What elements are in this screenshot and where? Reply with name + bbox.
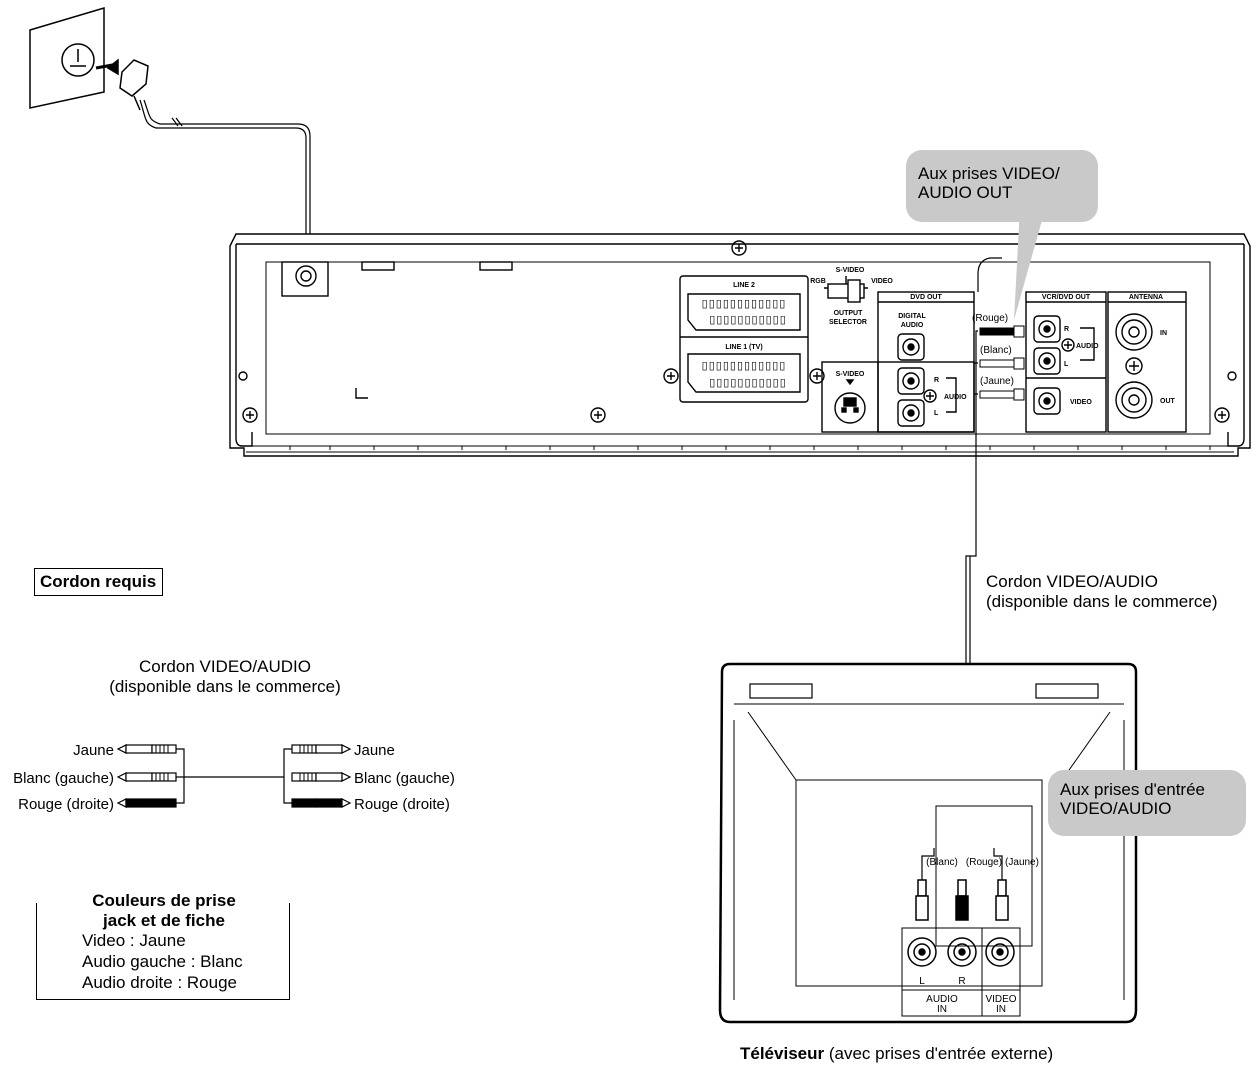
cord-plug-right-yellow: Jaune [354, 742, 395, 759]
power-plug-icon [95, 58, 149, 111]
cable-label-availability: (disponible dans le commerce) [986, 592, 1218, 611]
callout-vcr-output-line1: Aux prises VIDEO/ [918, 164, 1060, 183]
label-vcr-video: VIDEO [1070, 399, 1092, 406]
label-antenna: ANTENNA [1129, 294, 1163, 301]
label-dvd-r: R [934, 377, 939, 384]
tv-label-jaune: (Jaune) [1005, 857, 1039, 868]
label-selector: SELECTOR [829, 319, 867, 326]
label-digital-audio: AUDIO [901, 322, 924, 329]
required-cord-name: Cordon VIDEO/AUDIO [139, 657, 311, 676]
cord-plug-left-yellow: Jaune [73, 742, 114, 759]
color-legend-box [36, 903, 290, 1000]
label-antenna-in: IN [1160, 330, 1167, 337]
color-legend-title-line1: Couleurs de prise [92, 891, 236, 910]
wall-outlet-icon [29, 6, 105, 109]
callout-tv-input-line2: VIDEO/AUDIO [1060, 799, 1172, 818]
label-vcr-dvd-out: VCR/DVD OUT [1042, 294, 1091, 301]
scart-pins: ▯▯▯▯▯▯▯▯▯▯▯▯ [702, 298, 787, 310]
cord-stripe-marks [155, 745, 313, 781]
callout-vcr-output: Aux prises VIDEO/ AUDIO OUT [906, 150, 1098, 222]
scart-pins: ▯▯▯▯▯▯▯▯▯▯▯▯ [702, 360, 787, 372]
label-dvd-l: L [934, 410, 939, 417]
label-vcr-audio: AUDIO [1076, 343, 1099, 350]
callout-tail [1014, 206, 1046, 320]
power-cord [139, 99, 311, 262]
vcr-cable-plugs [965, 257, 1025, 876]
tv-label-video-in: IN [996, 1004, 1006, 1015]
cord-plug-right-white: Blanc (gauche) [354, 770, 455, 787]
tv-label-audio: AUDIO [926, 994, 958, 1005]
cord-plug-left-red: Rouge (droite) [18, 796, 114, 813]
label-dvd-out: DVD OUT [910, 294, 942, 301]
color-legend-title: Couleurs de prise jack et de fiche [66, 891, 262, 931]
label-vcr-r: R [1064, 326, 1069, 333]
color-legend-title-line2: jack et de fiche [103, 911, 225, 930]
label-dvd-audio: AUDIO [944, 394, 967, 401]
cable-label-rouge: (Rouge) [972, 313, 1008, 324]
cable-label-blanc: (Blanc) [980, 345, 1012, 356]
label-digital: DIGITAL [898, 313, 926, 320]
label-line2: LINE 2 [733, 282, 755, 289]
tv-label-l: L [919, 976, 925, 987]
label-vcr-l: L [1064, 361, 1069, 368]
tv-caption: Téléviseur (avec prises d'entrée externe… [740, 1044, 1053, 1064]
tv-caption-rest: (avec prises d'entrée externe) [824, 1044, 1054, 1063]
tv-label-video: VIDEO [985, 994, 1016, 1005]
label-video-switch: VIDEO [871, 278, 893, 285]
tv-label-r: R [958, 976, 965, 987]
legend-line-video: Video : Jaune [82, 931, 186, 950]
callout-tv-input-line1: Aux prises d'entrée [1060, 780, 1205, 799]
cable-label-jaune: (Jaune) [980, 376, 1014, 387]
label-svideo: S-VIDEO [836, 371, 865, 378]
tv-label-audio-in: IN [937, 1004, 947, 1015]
legend-line-audio-right: Audio droite : Rouge [82, 973, 237, 992]
required-cord-heading: Cordon requis [34, 568, 164, 596]
label-rgb: RGB [810, 278, 826, 285]
cord-plug-left-white: Blanc (gauche) [13, 770, 114, 787]
cord-illustration [116, 744, 352, 808]
label-antenna-out: OUT [1160, 398, 1176, 405]
tv-label-rouge: (Rouge) [966, 857, 1002, 868]
cable-label: Cordon VIDEO/AUDIO (disponible dans le c… [986, 572, 1218, 612]
tv-label-blanc: (Blanc) [926, 857, 958, 868]
label-line1: LINE 1 (TV) [725, 344, 762, 351]
cord-plug-right-red: Rouge (droite) [354, 796, 450, 813]
callout-vcr-output-line2: AUDIO OUT [918, 183, 1013, 202]
cable-label-name: Cordon VIDEO/AUDIO [986, 572, 1158, 591]
callout-tv-input: Aux prises d'entrée VIDEO/AUDIO [1048, 770, 1246, 836]
rear-panel [229, 233, 1251, 457]
tv-back [718, 662, 1138, 1024]
scart-pins: ▯▯▯▯▯▯▯▯▯▯▯ [709, 377, 787, 389]
label-svideo-switch: S-VIDEO [836, 267, 865, 274]
panel-ticks [289, 446, 1211, 450]
required-cord-caption: Cordon VIDEO/AUDIO (disponible dans le c… [70, 657, 380, 697]
scart-pins: ▯▯▯▯▯▯▯▯▯▯▯ [709, 314, 787, 326]
required-cord-availability: (disponible dans le commerce) [109, 677, 341, 696]
label-output: OUTPUT [834, 310, 864, 317]
tv-caption-bold: Téléviseur [740, 1044, 825, 1063]
legend-line-audio-left: Audio gauche : Blanc [82, 952, 243, 971]
